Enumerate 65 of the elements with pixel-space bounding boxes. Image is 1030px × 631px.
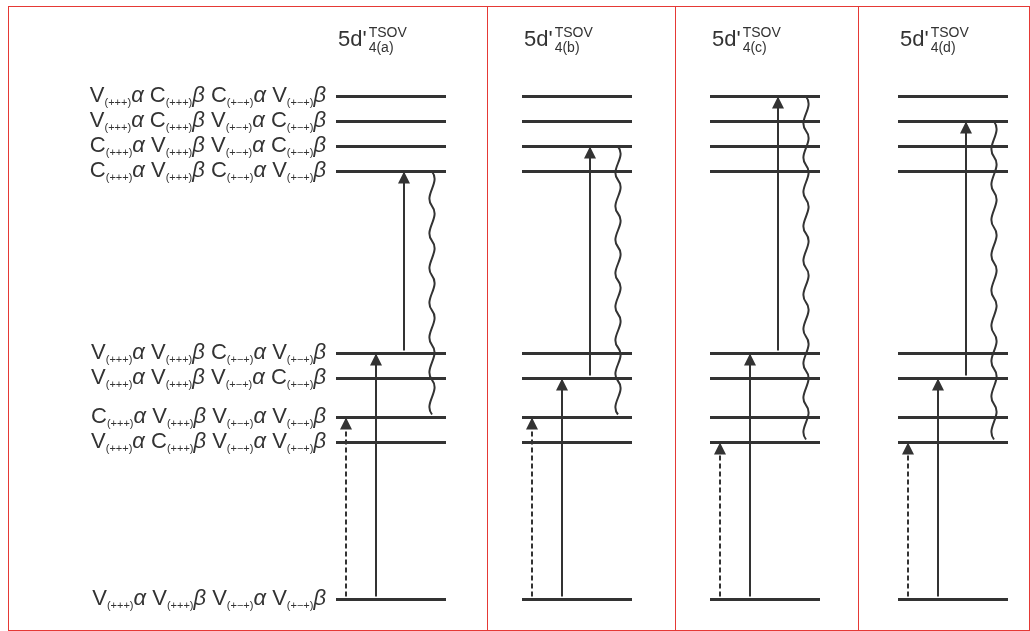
arrow <box>902 441 914 598</box>
energy-level <box>522 415 632 419</box>
energy-level <box>522 376 632 380</box>
energy-level <box>710 415 820 419</box>
energy-level <box>898 119 1008 123</box>
wavy-line <box>614 145 622 416</box>
panel <box>487 6 676 631</box>
energy-level <box>898 144 1008 148</box>
arrow <box>772 95 784 352</box>
energy-level <box>336 169 446 173</box>
arrow <box>526 416 538 598</box>
energy-level <box>336 351 446 355</box>
energy-level <box>898 169 1008 173</box>
wavy-line <box>428 170 436 416</box>
level-label: C$_{(+++)}$α V$_{(+++)}$β V$_{(+−+)}$α C$_{(+−+)}$β <box>89 133 326 160</box>
energy-level <box>522 440 632 444</box>
energy-level <box>710 94 820 98</box>
level-label: V$_{(+++)}$α C$_{(+++)}$β C$_{(+−+)}$α V$_{(+−+)}$β <box>89 83 326 110</box>
wavy-line <box>802 95 810 441</box>
energy-level <box>522 144 632 148</box>
energy-level <box>336 415 446 419</box>
energy-level <box>336 144 446 148</box>
level-label: C$_{(+++)}$α V$_{(+++)}$β C$_{(+−+)}$α V$_{(+−+)}$β <box>89 158 326 185</box>
energy-level <box>336 597 446 601</box>
energy-level <box>898 94 1008 98</box>
energy-level <box>336 440 446 444</box>
energy-level <box>898 597 1008 601</box>
energy-level <box>898 376 1008 380</box>
energy-level <box>710 169 820 173</box>
energy-level <box>336 376 446 380</box>
energy-level <box>898 440 1008 444</box>
panel <box>675 6 859 631</box>
level-label: V$_{(+++)}$α V$_{(+++)}$β V$_{(+−+)}$α V$_{(+−+)}$β <box>92 586 326 613</box>
energy-level <box>710 440 820 444</box>
level-label: V$_{(+++)}$α C$_{(+++)}$β V$_{(+−+)}$α V$_{(+−+)}$β <box>91 429 326 456</box>
energy-level <box>710 351 820 355</box>
energy-level <box>710 144 820 148</box>
level-label: V$_{(+++)}$α V$_{(+++)}$β V$_{(+−+)}$α C$_{(+−+)}$β <box>91 365 326 392</box>
arrow <box>398 170 410 352</box>
energy-level <box>522 351 632 355</box>
energy-level <box>710 597 820 601</box>
energy-level <box>336 94 446 98</box>
level-label: V$_{(+++)}$α C$_{(+++)}$β V$_{(+−+)}$α C$_{(+−+)}$β <box>89 108 326 135</box>
energy-level <box>522 119 632 123</box>
arrow <box>932 377 944 598</box>
arrow <box>744 352 756 598</box>
energy-level <box>522 169 632 173</box>
energy-level <box>522 94 632 98</box>
energy-level <box>710 119 820 123</box>
energy-level <box>898 415 1008 419</box>
level-label: C$_{(+++)}$α V$_{(+++)}$β V$_{(+−+)}$α V$_{(+−+)}$β <box>91 404 326 431</box>
arrow <box>714 441 726 598</box>
wavy-line <box>990 120 998 441</box>
level-label: V$_{(+++)}$α V$_{(+++)}$β C$_{(+−+)}$α V$_{(+−+)}$β <box>91 340 326 367</box>
panel <box>8 6 488 631</box>
arrow <box>556 377 568 598</box>
arrow <box>584 145 596 377</box>
energy-level <box>710 376 820 380</box>
arrow <box>340 416 352 598</box>
arrow <box>960 120 972 377</box>
panel <box>858 6 1030 631</box>
energy-level <box>898 351 1008 355</box>
arrow <box>370 352 382 598</box>
energy-level <box>336 119 446 123</box>
energy-level <box>522 597 632 601</box>
